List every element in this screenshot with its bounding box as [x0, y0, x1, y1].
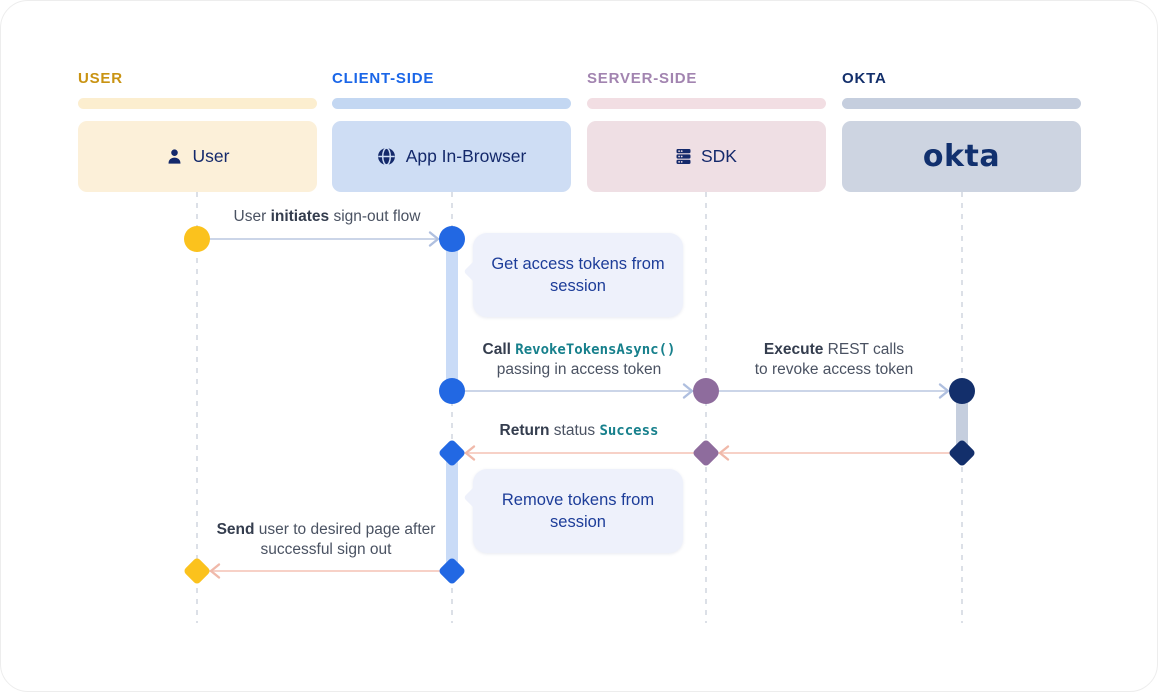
node-client-call: [439, 378, 465, 404]
column-label-client: CLIENT-SIDE: [332, 70, 435, 87]
actor-label-server: SDK: [701, 146, 737, 166]
node-user-initiate: [184, 226, 210, 252]
node-client-receive: [439, 226, 465, 252]
okta-logo: okta: [922, 139, 1001, 174]
arrow-server-to-okta: [706, 383, 950, 399]
activation-client-1: [446, 239, 458, 391]
arrow-server-to-client-return: [464, 445, 706, 461]
actor-box-user: User: [78, 121, 317, 192]
arrow-client-to-server: [452, 383, 694, 399]
column-label-server: SERVER-SIDE: [587, 70, 698, 87]
column-label-user: USER: [78, 70, 123, 87]
note-remove-tokens: Remove tokens from session: [473, 469, 683, 553]
column-label-okta: OKTA: [842, 70, 887, 87]
actor-label-client: App In-Browser: [405, 146, 527, 166]
message-send-user: Send user to desired page after successf…: [216, 521, 436, 558]
code-success: Success: [599, 423, 659, 439]
activation-okta: [956, 391, 968, 453]
code-revoketokensasync: RevokeTokensAsync(): [515, 342, 676, 358]
lifeline-user: [196, 192, 198, 623]
column-bar-user: [78, 98, 317, 109]
server-icon: [676, 148, 691, 165]
arrow-user-to-client: [197, 231, 440, 247]
actor-box-client: App In-Browser: [332, 121, 571, 192]
arrow-client-to-user-return: [209, 563, 452, 579]
column-bar-client: [332, 98, 571, 109]
node-server-call: [693, 378, 719, 404]
message-call-revoke: Call RevokeTokensAsync() passing in acce…: [482, 341, 676, 378]
arrow-okta-to-server-return: [718, 445, 962, 461]
note-get-access-tokens: Get access tokens from session: [473, 233, 683, 317]
lifeline-client: [451, 192, 453, 623]
column-bar-okta: [842, 98, 1081, 109]
message-return-success: Return status Success: [499, 422, 659, 439]
actor-box-server: SDK: [587, 121, 826, 192]
actor-box-okta: okta: [842, 121, 1081, 192]
column-bar-server: [587, 98, 826, 109]
actor-label-user: User: [192, 146, 230, 166]
message-initiate-signout: User initiates sign-out flow: [233, 208, 421, 225]
lifeline-server: [705, 192, 707, 623]
activation-client-2: [446, 453, 458, 571]
message-execute-rest: Execute REST calls to revoke access toke…: [754, 341, 914, 378]
person-icon: [166, 148, 183, 165]
node-okta-receive: [949, 378, 975, 404]
globe-icon: [377, 147, 396, 166]
